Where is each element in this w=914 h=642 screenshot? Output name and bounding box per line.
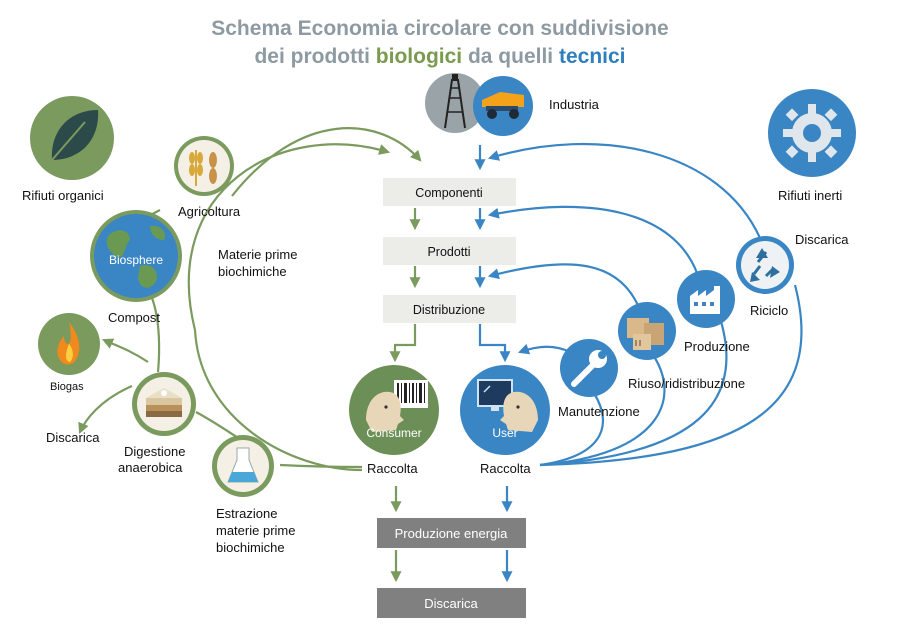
svg-text:Discarica: Discarica bbox=[424, 596, 478, 611]
svg-text:Consumer: Consumer bbox=[366, 426, 421, 440]
flow-box-distribuzione: Distribuzione bbox=[383, 295, 516, 323]
soil-layers-icon bbox=[132, 372, 196, 436]
flow-box-componenti: Componenti bbox=[383, 178, 516, 206]
svg-text:Produzione energia: Produzione energia bbox=[395, 526, 509, 541]
label-agricoltura: Agricoltura bbox=[178, 204, 241, 219]
oil-rig-icon bbox=[425, 73, 485, 133]
recycle-icon bbox=[736, 236, 794, 294]
label-digestione-2: anaerobica bbox=[118, 460, 183, 475]
title-line-2: dei prodotti biologici da quelli tecnici bbox=[254, 45, 625, 68]
flask-icon bbox=[212, 435, 274, 497]
svg-text:Biosphere: Biosphere bbox=[109, 253, 163, 267]
label-estrazione-2: materie prime bbox=[216, 523, 295, 538]
leaf-icon bbox=[30, 96, 114, 180]
label-raccolta-bio: Raccolta bbox=[367, 461, 418, 476]
consumer-node: Consumer bbox=[349, 365, 439, 455]
wheat-fish-icon bbox=[174, 136, 234, 196]
svg-text:Distribuzione: Distribuzione bbox=[413, 303, 485, 317]
label-estrazione-3: biochimiche bbox=[216, 540, 285, 555]
label-riciclo: Riciclo bbox=[750, 303, 788, 318]
mining-truck-icon bbox=[473, 76, 533, 136]
svg-text:User: User bbox=[492, 426, 517, 440]
wrench-icon bbox=[560, 339, 618, 397]
label-rifiuti-organici: Rifiuti organici bbox=[22, 188, 104, 203]
flame-icon bbox=[38, 313, 100, 375]
title-line-1: Schema Economia circolare con suddivisio… bbox=[211, 17, 669, 40]
label-materie-prime-2: biochimiche bbox=[218, 264, 287, 279]
biological-flows bbox=[78, 127, 422, 583]
label-materie-prime-1: Materie prime bbox=[218, 247, 297, 262]
label-discarica-bio: Discarica bbox=[46, 430, 100, 445]
svg-text:Componenti: Componenti bbox=[415, 186, 482, 200]
gear-icon bbox=[768, 89, 856, 177]
label-discarica-tec: Discarica bbox=[795, 232, 849, 247]
globe-icon: Biosphere bbox=[90, 210, 182, 302]
label-manutenzione: Manutenzione bbox=[558, 404, 640, 419]
factory-icon bbox=[677, 270, 735, 328]
label-riuso: Riuso/ridistribuzione bbox=[628, 376, 745, 391]
technical-flows bbox=[474, 142, 803, 583]
label-industria: Industria bbox=[549, 97, 600, 112]
label-biogas: Biogas bbox=[50, 381, 84, 393]
label-rifiuti-inerti: Rifiuti inerti bbox=[778, 188, 842, 203]
boxes-icon bbox=[618, 302, 676, 360]
label-produzione: Produzione bbox=[684, 339, 750, 354]
svg-text:Prodotti: Prodotti bbox=[427, 245, 470, 259]
flow-box-produzione-energia: Produzione energia bbox=[377, 518, 526, 548]
label-estrazione-1: Estrazione bbox=[216, 506, 277, 521]
label-digestione-1: Digestione bbox=[124, 444, 185, 459]
flow-box-prodotti: Prodotti bbox=[383, 237, 516, 265]
label-compost: Compost bbox=[108, 310, 160, 325]
user-node: User bbox=[460, 365, 550, 455]
label-raccolta-tec: Raccolta bbox=[480, 461, 531, 476]
flow-box-discarica: Discarica bbox=[377, 588, 526, 618]
